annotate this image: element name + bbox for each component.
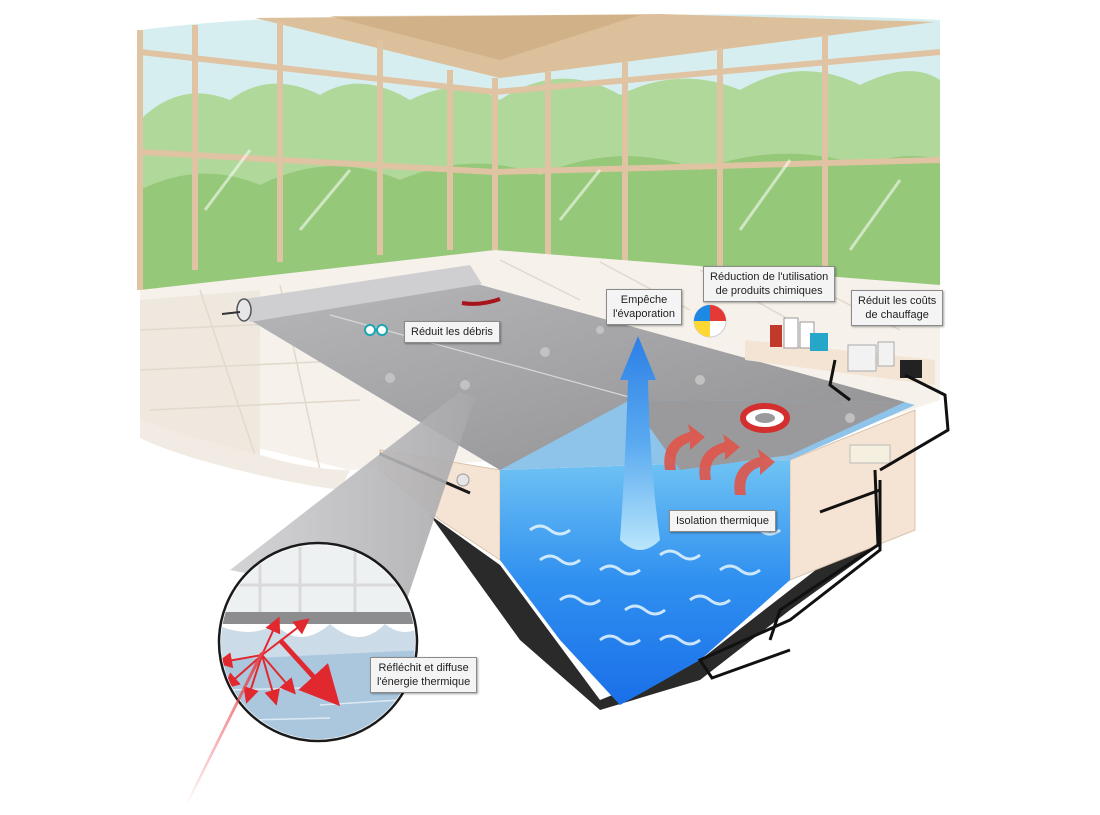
callout-reduces-chemicals: Réduction de l'utilisation de produits c…: [703, 266, 836, 302]
callout-reflects-heat-energy: Réfléchit et diffuse l'énergie thermique: [370, 657, 478, 693]
callout-text-line1: Réduit les coûts: [858, 295, 937, 307]
chemical-products-icon: [745, 317, 935, 385]
water-waves: [529, 524, 781, 646]
callout-reduces-heating-costs: Réduit les coûts de chauffage: [851, 290, 944, 326]
glass-enclosure: [137, 14, 941, 300]
callout-reduces-debris: Réduit les débris: [404, 321, 500, 343]
heat-retention-arrows: [664, 424, 775, 495]
callout-text: Isolation thermique: [676, 515, 769, 527]
cover-reel-icon: [236, 298, 252, 322]
plumbing-pipes: [697, 359, 950, 680]
callout-text-line1: Réduction de l'utilisation: [710, 271, 829, 283]
callout-thermal-insulation: Isolation thermique: [669, 510, 776, 532]
callout-text-line2: de chauffage: [865, 309, 929, 321]
goggles-icon: [364, 324, 388, 336]
callout-prevents-evaporation: Empêche l'évaporation: [606, 289, 683, 325]
pump-filter-icon: [847, 341, 922, 464]
evaporation-arrow: [620, 336, 660, 550]
callout-text-line2: l'énergie thermique: [377, 676, 471, 688]
callout-text-line2: l'évaporation: [613, 308, 676, 320]
callout-text: Réduit les débris: [411, 326, 493, 338]
callout-text-line1: Empêche: [620, 294, 668, 306]
callout-text-line1: Réfléchit et diffuse: [378, 662, 469, 674]
lifebuoy-icon: [740, 403, 790, 433]
beach-ball-icon: [693, 304, 727, 338]
callout-text-line2: de produits chimiques: [715, 285, 823, 297]
